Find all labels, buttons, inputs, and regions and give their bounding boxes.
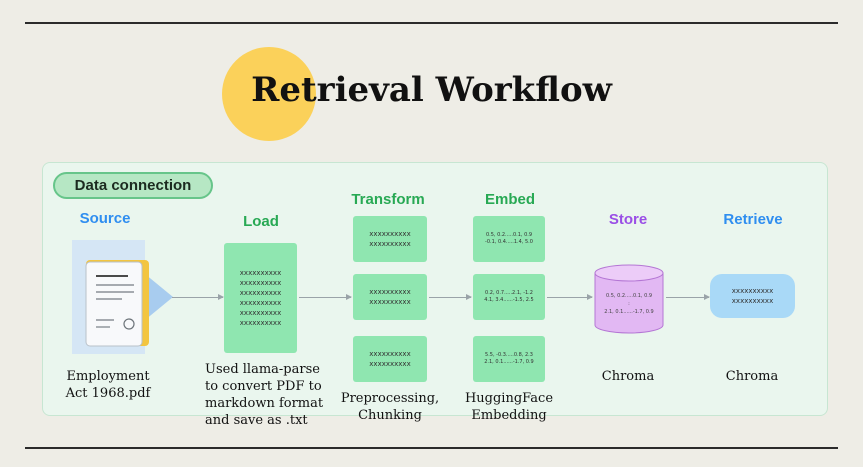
caption-line: Chroma	[601, 369, 655, 384]
vector-line: -0.1, 0.4.....1.4, 5.0	[485, 239, 533, 245]
chunk-line: xxxxxxxxxx	[369, 287, 411, 296]
result-line: xxxxxxxxxx	[731, 286, 774, 295]
db-line: 2.1, 0.1......-1.7, 0.9	[604, 309, 654, 315]
caption-line: and save as .txt	[205, 413, 308, 428]
page-title: Retrieval Workflow	[251, 70, 612, 110]
load-line: xxxxxxxxxx	[239, 268, 282, 277]
vector-line: 4.1, 3.4......-1.5, 2.5	[484, 297, 534, 303]
embed-vector-box: 0.2, 0.7.....2.1, -1.2 4.1, 3.4......-1.…	[473, 274, 545, 320]
stage-source: Source	[79, 210, 131, 227]
transform-chunk-box: xxxxxxxxxx xxxxxxxxxx	[353, 274, 427, 320]
load-line: xxxxxxxxxx	[239, 299, 282, 307]
document-stack-icon	[72, 240, 173, 354]
result-line: xxxxxxxxxx	[731, 297, 774, 305]
caption-line: Embedding	[471, 408, 547, 423]
caption-store: Chroma	[578, 368, 678, 385]
caption-line: to convert PDF to	[205, 379, 322, 394]
bottom-rule	[25, 447, 838, 449]
caption-load: Used llama-parse to convert PDF to markd…	[205, 361, 340, 429]
caption-line: HuggingFace	[464, 391, 554, 406]
stage-transform: Transform	[351, 191, 425, 208]
caption-line: Act 1968.pdf	[65, 386, 151, 401]
caption-retrieve: Chroma	[702, 368, 802, 385]
load-text-box: xxxxxxxxxx xxxxxxxxxx xxxxxxxxxx xxxxxxx…	[224, 243, 297, 353]
chunk-line: xxxxxxxxxx	[369, 298, 411, 306]
load-line: xxxxxxxxxx	[239, 278, 282, 287]
top-rule	[25, 22, 838, 24]
workflow-panel	[42, 162, 828, 416]
caption-source: Employment Act 1968.pdf	[53, 368, 163, 402]
arrow-right-icon	[429, 294, 472, 300]
stage-store: Store	[608, 211, 648, 228]
load-line: xxxxxxxxxx	[239, 319, 282, 328]
vector-line: 0.2, 0.7.....2.1, -1.2	[485, 289, 533, 296]
chunk-line: xxxxxxxxxx	[369, 360, 411, 368]
chunk-line: xxxxxxxxxx	[369, 240, 411, 248]
vector-line: 2.1, 0.1......-1.7, 0.9	[484, 359, 534, 365]
load-line: xxxxxxxxxx	[239, 309, 282, 318]
transform-chunk-box: xxxxxxxxxx xxxxxxxxxx	[353, 216, 427, 262]
transform-chunk-box: xxxxxxxxxx xxxxxxxxxx	[353, 336, 427, 382]
arrow-right-icon	[666, 294, 710, 300]
vector-line: 0.5, 0.2.....0.1, 0.9	[485, 231, 533, 238]
vector-line: 5.5, -0.3.....0.8, 2.3	[485, 351, 533, 358]
chunk-line: xxxxxxxxxx	[369, 229, 411, 238]
caption-line: Chunking	[358, 408, 422, 423]
caption-line: Preprocessing,	[340, 391, 440, 406]
arrow-right-icon	[172, 294, 224, 300]
chunk-line: xxxxxxxxxx	[369, 349, 411, 358]
caption-line: Employment	[66, 369, 150, 384]
caption-line: Used llama-parse	[205, 362, 320, 377]
caption-transform: Preprocessing, Chunking	[333, 390, 447, 424]
retrieve-result-box: xxxxxxxxxx xxxxxxxxxx	[710, 274, 795, 318]
stage-load: Load	[243, 213, 279, 230]
db-line: :	[628, 301, 630, 307]
title-highlight-circle	[222, 47, 316, 141]
database-icon	[594, 264, 664, 334]
stage-embed: Embed	[484, 191, 535, 208]
arrow-right-icon	[547, 294, 593, 300]
embed-vector-box: 0.5, 0.2.....0.1, 0.9 -0.1, 0.4.....1.4,…	[473, 216, 545, 262]
data-connection-tag: Data connection	[53, 172, 213, 199]
db-line: 0.5, 0.2.....0.1, 0.9	[605, 293, 653, 299]
store-db-vectors: 0.5, 0.2.....0.1, 0.9 : 2.1, 0.1......-1…	[598, 292, 660, 316]
embed-vector-box: 5.5, -0.3.....0.8, 2.3 2.1, 0.1......-1.…	[473, 336, 545, 382]
caption-embed: HuggingFace Embedding	[452, 390, 566, 424]
caption-line: Chroma	[725, 369, 779, 384]
arrow-right-icon	[299, 294, 352, 300]
caption-line: markdown format	[205, 396, 324, 411]
load-line: xxxxxxxxxx	[239, 288, 282, 297]
stage-retrieve: Retrieve	[723, 211, 783, 228]
